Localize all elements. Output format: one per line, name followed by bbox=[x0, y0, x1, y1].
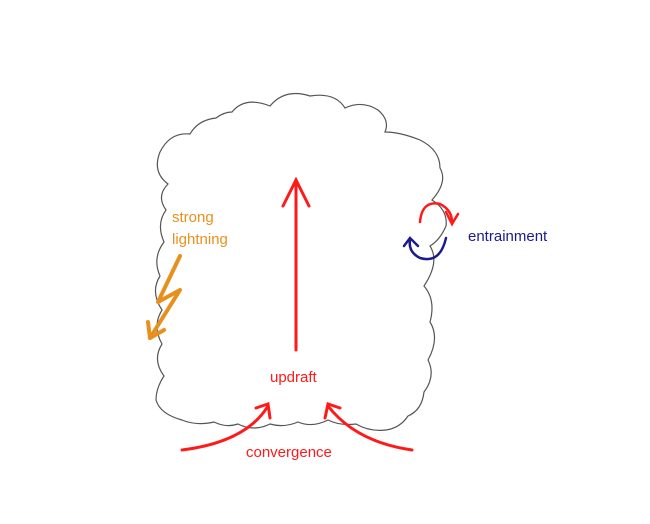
convergence-arrow-right bbox=[323, 402, 414, 452]
label-strong-lightning-1: strong bbox=[172, 209, 214, 226]
convergence-arrow-left bbox=[180, 402, 272, 452]
label-strong-lightning-2: lightning bbox=[172, 231, 228, 248]
label-updraft: updraft bbox=[270, 369, 318, 386]
label-convergence: convergence bbox=[246, 444, 332, 461]
lightning-bolt-icon bbox=[146, 254, 182, 340]
updraft-arrow bbox=[281, 176, 311, 352]
label-entrainment: entrainment bbox=[468, 228, 548, 245]
entrainment-cycle-icon bbox=[402, 202, 460, 261]
cloud-outline bbox=[154, 93, 447, 431]
